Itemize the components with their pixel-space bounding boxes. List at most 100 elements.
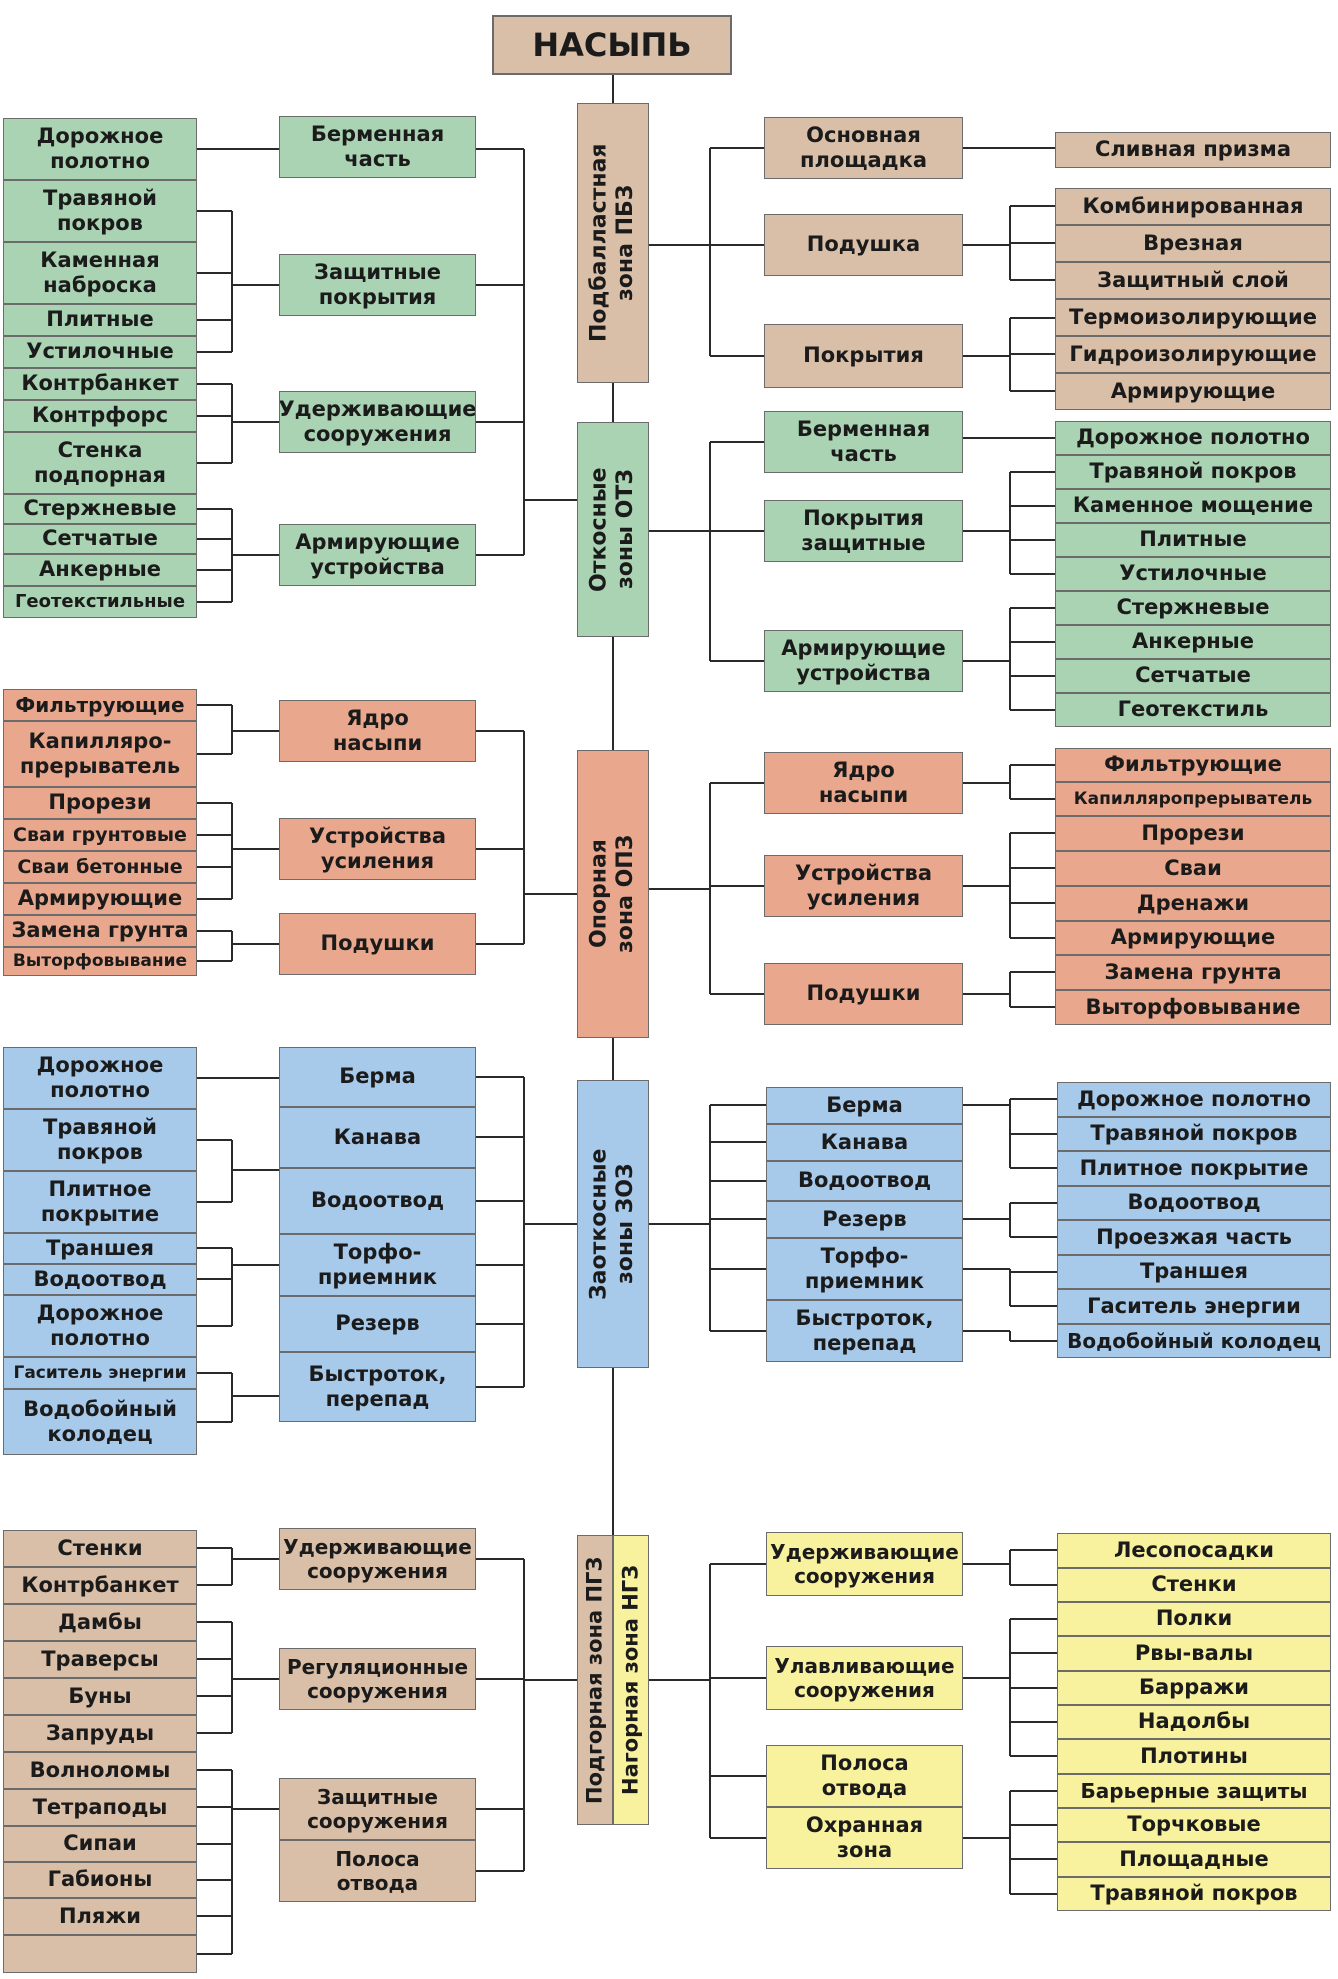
right-otz-item: Анкерные xyxy=(1055,625,1331,659)
left-opz-item: Капилляро- прерыватель xyxy=(3,721,197,787)
left-pgz-group: Защитные сооружения xyxy=(279,1778,476,1840)
right-otz-group: Берменная часть xyxy=(764,411,963,473)
left-zoz-item: Водоотвод xyxy=(3,1264,197,1295)
left-pgz-item: Сипаи xyxy=(3,1826,197,1862)
left-pgz-item: Тетраподы xyxy=(3,1789,197,1826)
right-ngz-item: Травяной покров xyxy=(1057,1877,1331,1911)
left-opz-group: Ядро насыпи xyxy=(279,700,476,762)
left-green-item: Анкерные xyxy=(3,554,197,586)
right-zoz-item: Травяной покров xyxy=(1057,1117,1331,1151)
right-ngz-item: Барьерные защиты xyxy=(1057,1774,1331,1808)
left-pgz-item: Волноломы xyxy=(3,1752,197,1789)
right-pbz-item: Сливная призма xyxy=(1055,132,1331,168)
left-zoz-group: Торфо- приемник xyxy=(279,1234,476,1296)
right-ngz-group: Улавливающие сооружения xyxy=(766,1646,963,1710)
zone-opz: Опорная зона ОПЗ xyxy=(577,750,649,1038)
right-opz-item: Замена грунта xyxy=(1055,955,1331,990)
right-ngz-item: Стенки xyxy=(1057,1568,1331,1602)
right-ngz-item: Лесопосадки xyxy=(1057,1533,1331,1568)
left-green-item: Каменная наброска xyxy=(3,242,197,304)
right-pbz-item: Армирующие xyxy=(1055,373,1331,410)
right-pbz-item: Защитный слой xyxy=(1055,262,1331,299)
left-green-item: Геотекстильные xyxy=(3,586,197,618)
left-zoz-group: Берма xyxy=(279,1047,476,1107)
left-zoz-group: Резерв xyxy=(279,1296,476,1352)
left-opz-item: Сваи грунтовые xyxy=(3,819,197,851)
left-green-group: Удерживающие сооружения xyxy=(279,391,476,453)
left-opz-item: Сваи бетонные xyxy=(3,851,197,883)
left-green-item: Стенка подпорная xyxy=(3,432,197,494)
right-zoz-item: Плитное покрытие xyxy=(1057,1151,1331,1186)
left-zoz-item: Дорожное полотно xyxy=(3,1047,197,1109)
left-opz-item: Прорези xyxy=(3,787,197,819)
right-otz-item: Каменное мощение xyxy=(1055,489,1331,523)
left-pgz-item: Траверсы xyxy=(3,1641,197,1678)
right-zoz-item: Проезжая часть xyxy=(1057,1220,1331,1255)
right-pbz-item: Врезная xyxy=(1055,225,1331,262)
right-opz-item: Выторфовывание xyxy=(1055,990,1331,1025)
right-otz-item: Плитные xyxy=(1055,523,1331,557)
right-opz-item: Фильтрующие xyxy=(1055,748,1331,782)
right-ngz-item: Торчковые xyxy=(1057,1808,1331,1842)
left-green-group: Защитные покрытия xyxy=(279,254,476,316)
left-zoz-item: Водобойный колодец xyxy=(3,1389,197,1455)
right-zoz-group: Берма xyxy=(766,1087,963,1124)
left-opz-group: Подушки xyxy=(279,913,476,975)
left-green-item: Плитные xyxy=(3,304,197,336)
right-pbz-group: Покрытия xyxy=(764,324,963,388)
right-otz-group: Покрытия защитные xyxy=(764,500,963,562)
right-ngz-item: Полки xyxy=(1057,1602,1331,1636)
left-zoz-item: Травяной покров xyxy=(3,1109,197,1171)
right-pbz-group: Подушка xyxy=(764,214,963,276)
right-otz-item: Стержневые xyxy=(1055,591,1331,625)
left-zoz-group: Быстроток, перепад xyxy=(279,1352,476,1422)
left-pgz-group: Регуляционные сооружения xyxy=(279,1648,476,1710)
left-zoz-item: Траншея xyxy=(3,1233,197,1264)
left-pgz-item: Дамбы xyxy=(3,1604,197,1641)
left-green-group: Армирующие устройства xyxy=(279,524,476,586)
left-pgz-item: Буны xyxy=(3,1678,197,1715)
right-ngz-group: Полоса отвода xyxy=(766,1745,963,1807)
left-opz-item: Выторфовывание xyxy=(3,947,197,976)
right-zoz-item: Дорожное полотно xyxy=(1057,1082,1331,1117)
left-opz-item: Фильтрующие xyxy=(3,689,197,721)
left-green-item: Травяной покров xyxy=(3,180,197,242)
left-pgz-group: Удерживающие сооружения xyxy=(279,1528,476,1590)
right-opz-item: Прорези xyxy=(1055,816,1331,851)
right-zoz-item: Водоотвод xyxy=(1057,1186,1331,1220)
right-zoz-group: Резерв xyxy=(766,1201,963,1238)
right-opz-group: Подушки xyxy=(764,963,963,1025)
right-otz-item: Геотекстиль xyxy=(1055,693,1331,727)
right-pbz-item: Комбинированная xyxy=(1055,188,1331,225)
left-pgz-item: Габионы xyxy=(3,1862,197,1898)
left-pgz-item xyxy=(3,1935,197,1973)
left-pgz-group: Полоса отвода xyxy=(279,1840,476,1902)
left-green-item: Устилочные xyxy=(3,336,197,368)
left-zoz-group: Водоотвод xyxy=(279,1168,476,1234)
right-pbz-group: Основная площадка xyxy=(764,117,963,179)
right-ngz-item: Барражи xyxy=(1057,1671,1331,1705)
left-green-item: Контрфорс xyxy=(3,400,197,432)
right-opz-item: Дренажи xyxy=(1055,886,1331,921)
right-zoz-item: Траншея xyxy=(1057,1255,1331,1289)
right-zoz-item: Гаситель энергии xyxy=(1057,1289,1331,1324)
left-pgz-item: Запруды xyxy=(3,1715,197,1752)
right-zoz-group: Водоотвод xyxy=(766,1161,963,1201)
right-zoz-group: Торфо- приемник xyxy=(766,1238,963,1300)
right-opz-group: Ядро насыпи xyxy=(764,752,963,814)
left-pgz-item: Контрбанкет xyxy=(3,1567,197,1604)
zone-pgz: Подгорная зона ПГЗ xyxy=(577,1535,613,1825)
right-otz-item: Дорожное полотно xyxy=(1055,421,1331,455)
left-zoz-item: Дорожное полотно xyxy=(3,1295,197,1357)
right-otz-group: Армирующие устройства xyxy=(764,630,963,692)
left-green-group: Берменная часть xyxy=(279,116,476,178)
right-ngz-item: Площадные xyxy=(1057,1842,1331,1877)
right-ngz-item: Надолбы xyxy=(1057,1705,1331,1739)
left-green-item: Стержневые xyxy=(3,494,197,524)
right-zoz-group: Канава xyxy=(766,1124,963,1161)
left-opz-item: Замена грунта xyxy=(3,915,197,947)
left-zoz-item: Плитное покрытие xyxy=(3,1171,197,1233)
right-ngz-group: Охранная зона xyxy=(766,1807,963,1869)
right-pbz-item: Гидроизолирующие xyxy=(1055,336,1331,373)
right-ngz-item: Рвы-валы xyxy=(1057,1636,1331,1671)
